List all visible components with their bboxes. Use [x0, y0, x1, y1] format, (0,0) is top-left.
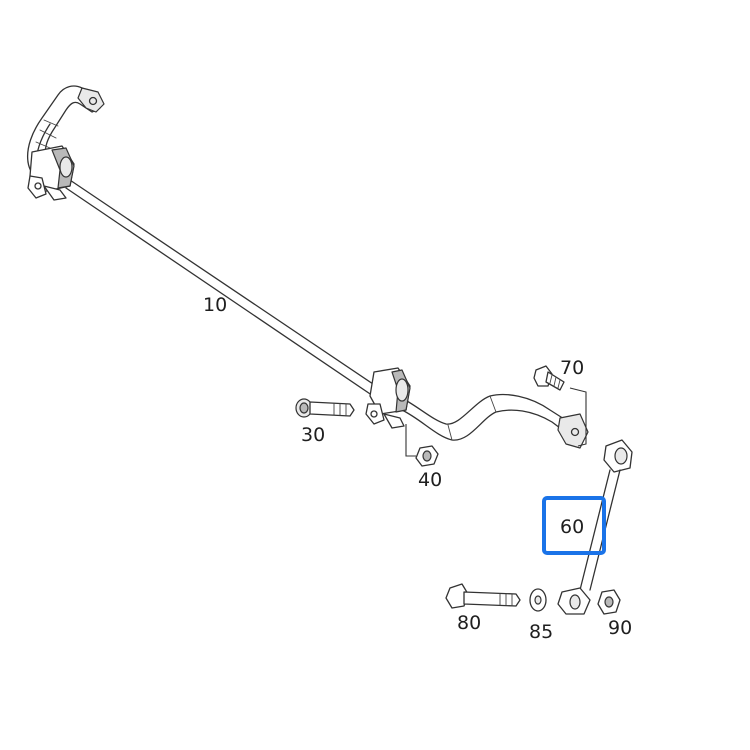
- nut-90[interactable]: [597, 589, 621, 615]
- label-60[interactable]: 60: [560, 516, 584, 538]
- left-bushing[interactable]: [27, 145, 75, 201]
- bolt-80[interactable]: [445, 583, 521, 609]
- label-90: 90: [608, 617, 632, 639]
- right-bushing[interactable]: [365, 367, 411, 429]
- label-80: 80: [457, 612, 481, 634]
- label-30: 30: [301, 424, 325, 446]
- highlight-box: [542, 496, 606, 555]
- washer-85[interactable]: [529, 588, 547, 612]
- bolt-70[interactable]: [533, 365, 565, 391]
- bolt-30[interactable]: [295, 398, 355, 418]
- leader-70: [569, 387, 587, 447]
- label-85: 85: [529, 621, 553, 643]
- stabilizer-bar[interactable]: [26, 85, 589, 449]
- label-10: 10: [203, 294, 227, 316]
- nut-40[interactable]: [415, 445, 439, 467]
- label-70: 70: [560, 357, 584, 379]
- label-40: 40: [418, 469, 442, 491]
- leader-40: [405, 424, 416, 457]
